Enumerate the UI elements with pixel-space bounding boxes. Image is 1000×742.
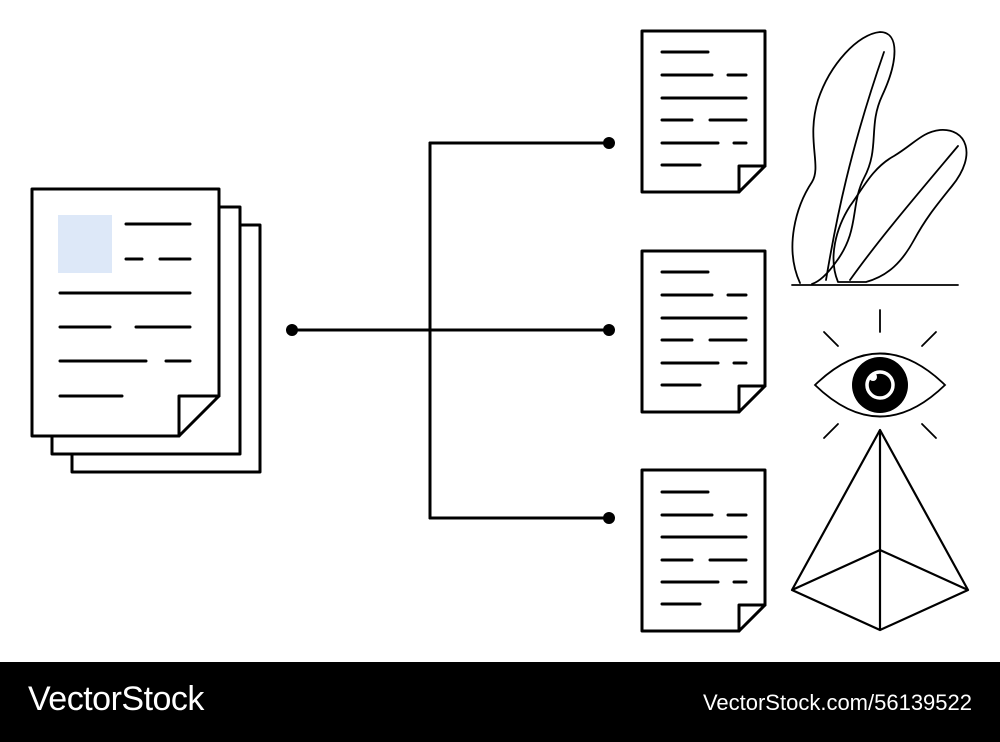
document-icon-middle	[640, 249, 767, 414]
brand-logo: VectorStock	[28, 680, 204, 718]
leaf-plant-icon	[791, 31, 968, 286]
eye-icon	[813, 309, 947, 439]
document-icon-top	[640, 29, 767, 194]
watermark-footer: VectorStock VectorStock.com/56139522	[0, 662, 1000, 742]
image-id-label: VectorStock.com/56139522	[702, 690, 972, 715]
connector-lines	[290, 141, 611, 520]
connector-dots	[286, 137, 615, 524]
image-placeholder	[58, 215, 112, 273]
stacked-documents-icon	[30, 187, 262, 474]
document-branching-diagram	[30, 29, 970, 633]
document-icon-bottom	[640, 468, 767, 633]
pyramid-icon	[790, 428, 970, 632]
